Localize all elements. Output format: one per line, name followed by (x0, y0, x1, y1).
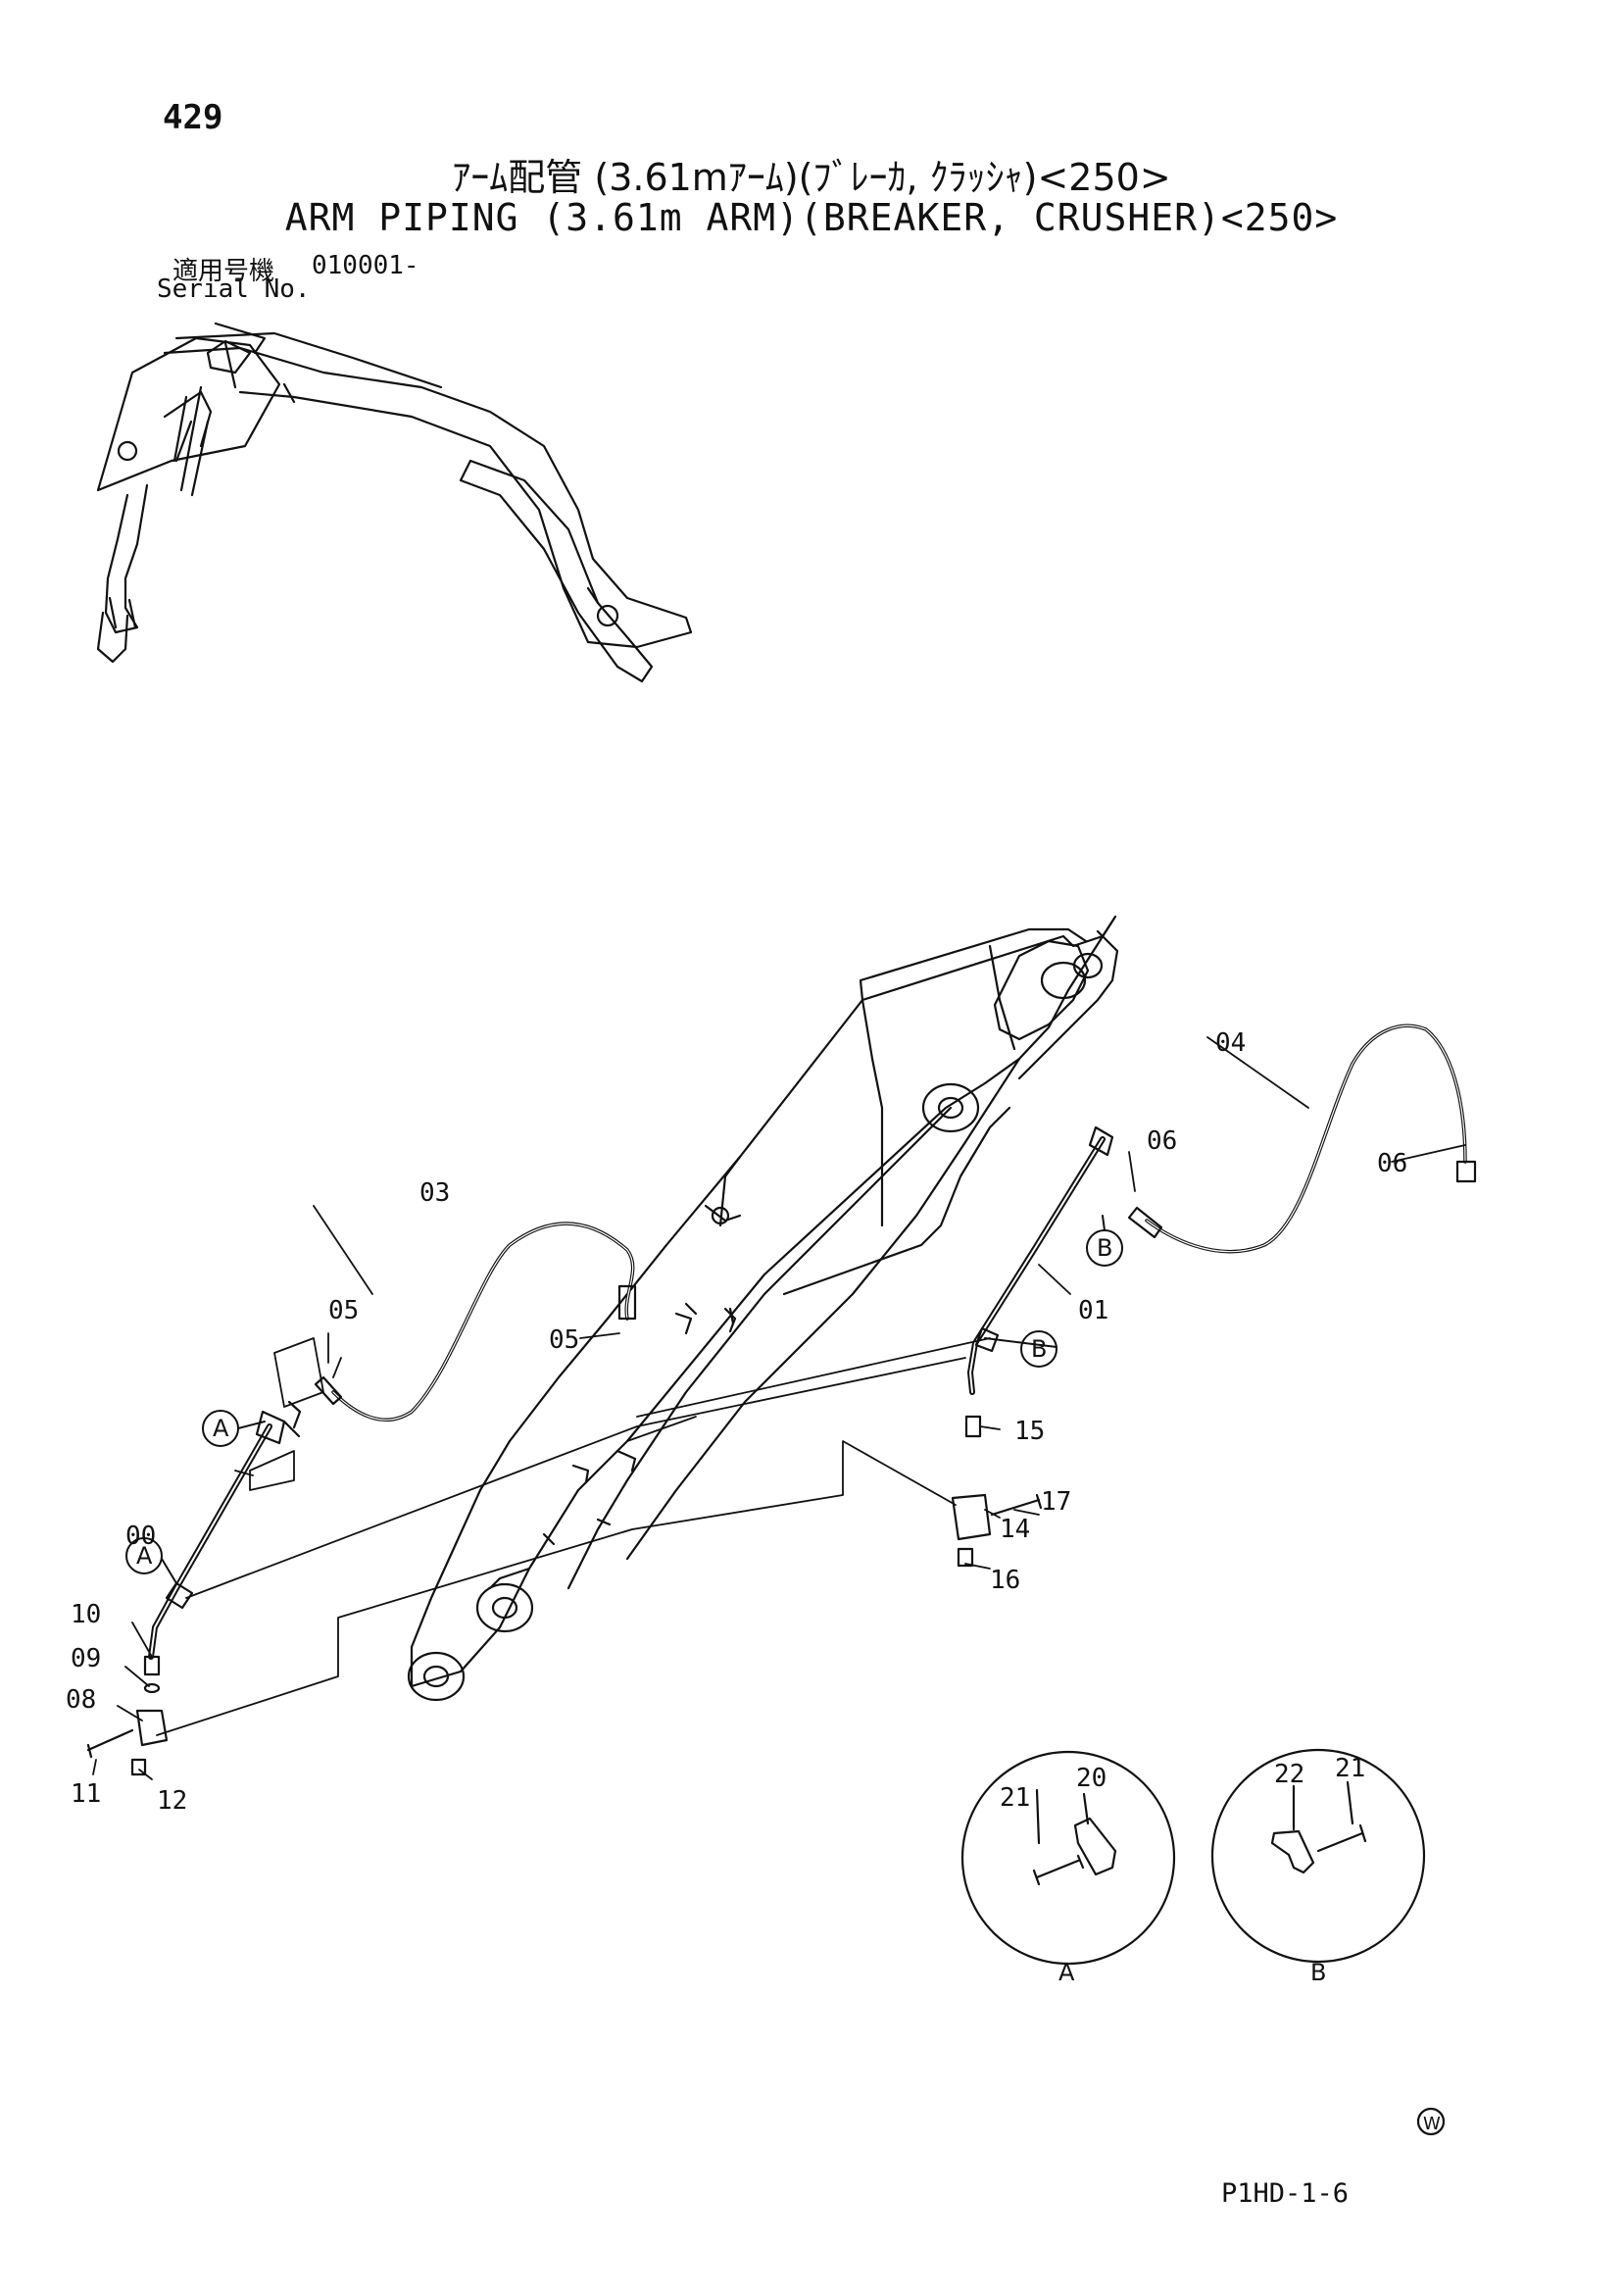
part-label-21-detail-a: 21 (1000, 1783, 1030, 1813)
part-label-14: 14 (1000, 1515, 1030, 1544)
pipe-00 (148, 1400, 302, 1660)
serial-label-english: Serial No. (157, 275, 311, 304)
detail-circle-a (960, 1750, 1176, 1966)
callout-a-lower: A (136, 1542, 153, 1570)
part-label-09: 09 (71, 1644, 101, 1673)
part-label-22: 22 (1274, 1760, 1304, 1789)
detail-label-b: B (1310, 1959, 1326, 1986)
fittings-right (951, 1415, 1043, 1568)
detail-circle-b (1210, 1748, 1426, 1964)
part-label-10: 10 (71, 1600, 101, 1629)
title-japanese: ｱｰﾑ配管 (3.61mｱｰﾑ)(ﾌﾞﾚｰｶ, ｸﾗｯｼｬ)<250> (452, 156, 1171, 199)
part-label-08: 08 (66, 1685, 96, 1715)
callouts (125, 1215, 1123, 1584)
part-label-04: 04 (1215, 1028, 1246, 1058)
callout-a-upper: A (213, 1415, 229, 1442)
part-label-06-left: 06 (1147, 1126, 1177, 1156)
part-label-17: 17 (1041, 1487, 1071, 1517)
mark-letter: W (1423, 2114, 1441, 2134)
callout-b-lower: B (1031, 1335, 1047, 1363)
overview-arm-sketch (96, 322, 693, 683)
part-label-06-right: 06 (1377, 1149, 1407, 1178)
hose-04 (1127, 1023, 1477, 1254)
part-label-11: 11 (71, 1779, 101, 1809)
detail-label-a: A (1058, 1959, 1075, 1986)
title-english: ARM PIPING (3.61m ARM)(BREAKER, CRUSHER)… (284, 196, 1339, 239)
page-number: 429 (163, 98, 223, 137)
fittings-lower-left (86, 1655, 169, 1776)
part-label-05-upper: 05 (328, 1296, 359, 1325)
part-label-20: 20 (1076, 1764, 1107, 1793)
callout-b-upper: B (1097, 1234, 1112, 1262)
part-label-01: 01 (1078, 1296, 1108, 1325)
pipe-01 (967, 1125, 1114, 1395)
part-label-05-lower: 05 (549, 1325, 579, 1355)
mark-circle (1416, 2107, 1446, 2136)
part-label-16: 16 (990, 1566, 1020, 1595)
serial-label-japanese: 適用号機 (172, 257, 275, 286)
part-label-15: 15 (1014, 1417, 1045, 1446)
hose-03 (314, 1222, 637, 1422)
part-label-03: 03 (419, 1178, 450, 1208)
arm-main-body (407, 915, 1119, 1702)
serial-number-value: 010001- (312, 251, 419, 280)
part-label-00: 00 (125, 1522, 156, 1551)
footer-code: P1HD-1-6 (1221, 2178, 1350, 2209)
part-label-12: 12 (157, 1786, 187, 1816)
part-label-21-detail-b: 21 (1335, 1754, 1365, 1783)
guide-lines (92, 1036, 1466, 1780)
